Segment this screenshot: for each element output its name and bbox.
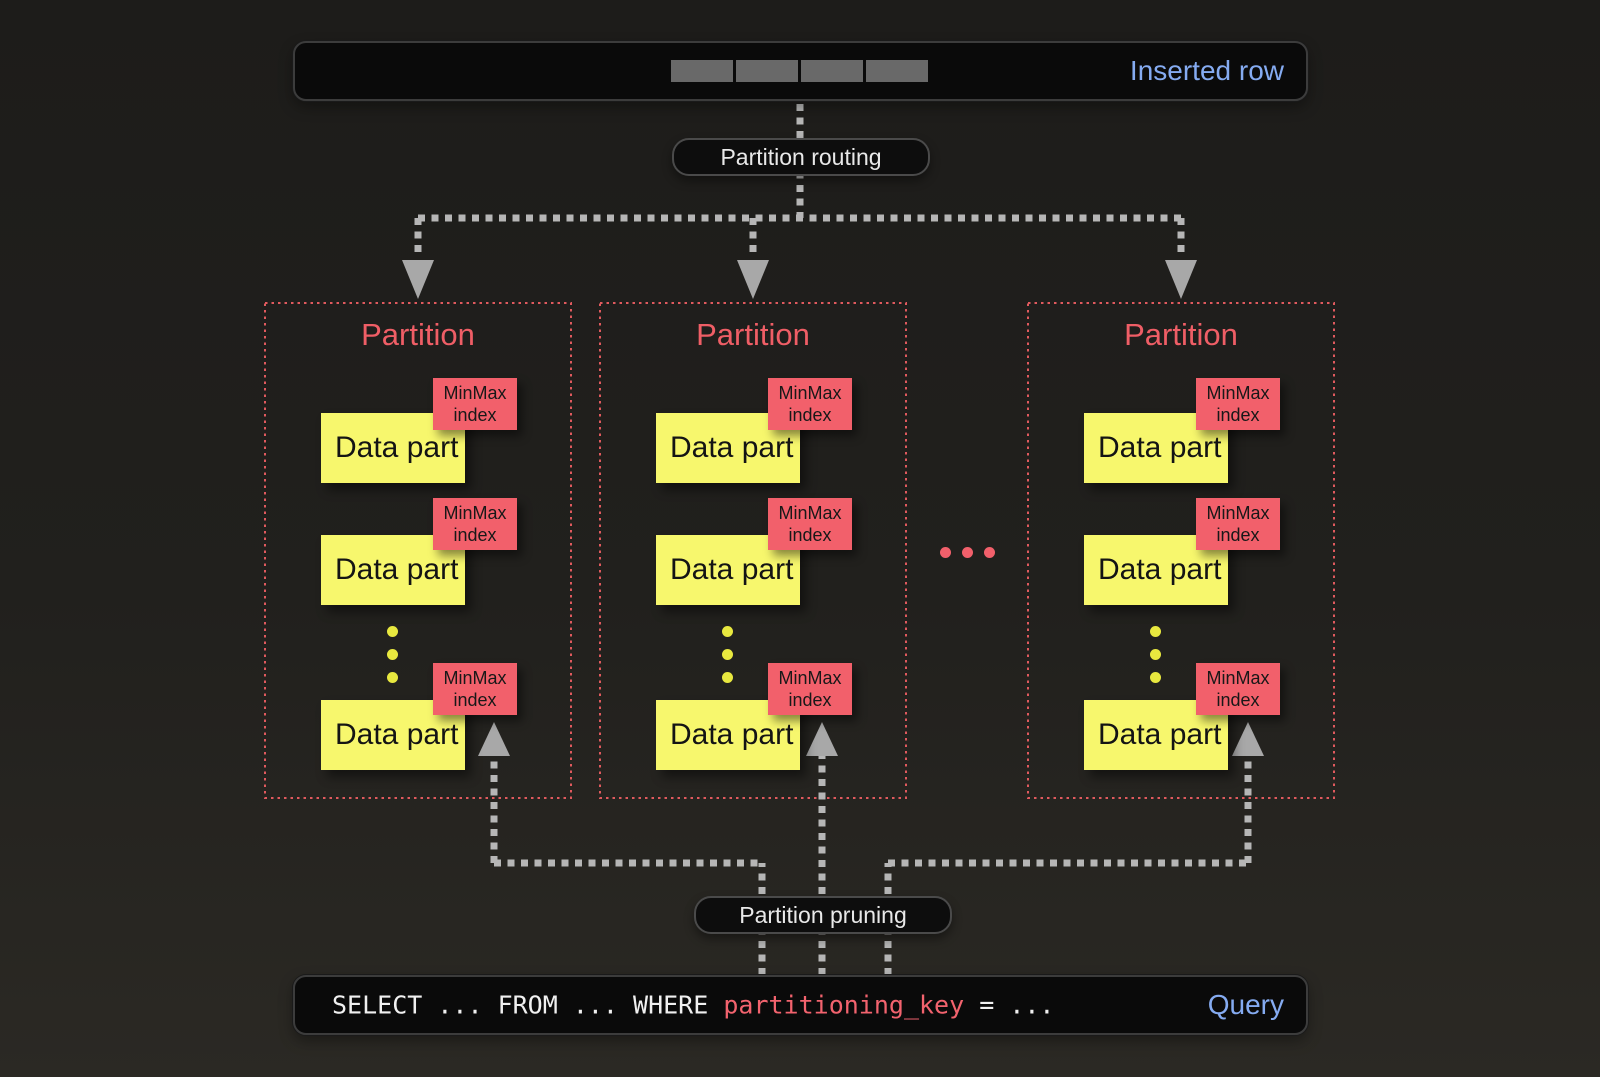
minmax-line1: MinMax bbox=[443, 503, 507, 523]
partition-box-1: Partition Data part MinMax index Data pa… bbox=[265, 303, 571, 798]
ellipsis-dot bbox=[387, 672, 398, 683]
query-bar: SELECT ... FROM ... WHERE partitioning_k… bbox=[293, 975, 1308, 1035]
row-cell bbox=[801, 60, 863, 82]
minmax-line2: index bbox=[1216, 405, 1260, 425]
minmax-line1: MinMax bbox=[1206, 503, 1270, 523]
ellipsis-dot bbox=[387, 649, 398, 660]
partition-pruning-label: Partition pruning bbox=[739, 901, 907, 928]
minmax-index-badge: MinMax index bbox=[768, 498, 852, 550]
minmax-line1: MinMax bbox=[1206, 668, 1270, 688]
partition-border bbox=[264, 302, 572, 799]
more-parts-ellipsis bbox=[387, 626, 398, 683]
minmax-line2: index bbox=[1216, 525, 1260, 545]
query-code-suffix: = ... bbox=[964, 990, 1055, 1020]
inserted-row-bar: Inserted row bbox=[293, 41, 1308, 101]
query-partitioning-key: partitioning_key bbox=[723, 990, 965, 1020]
ellipsis-dot bbox=[984, 547, 995, 558]
minmax-line2: index bbox=[788, 690, 832, 710]
minmax-index-badge: MinMax index bbox=[768, 378, 852, 430]
query-code-prefix: SELECT ... FROM ... WHERE bbox=[332, 990, 724, 1020]
ellipsis-dot bbox=[940, 547, 951, 558]
partition-box-2: Partition Data part MinMax index Data pa… bbox=[600, 303, 906, 798]
minmax-line2: index bbox=[788, 525, 832, 545]
partition-box-3: Partition Data part MinMax index Data pa… bbox=[1028, 303, 1334, 798]
partition-title: Partition bbox=[1124, 317, 1238, 352]
minmax-line1: MinMax bbox=[443, 668, 507, 688]
minmax-index-badge: MinMax index bbox=[433, 663, 517, 715]
row-cell bbox=[736, 60, 798, 82]
minmax-line2: index bbox=[453, 405, 497, 425]
ellipsis-dot bbox=[1150, 672, 1161, 683]
partition-borders bbox=[264, 302, 1335, 799]
minmax-line2: index bbox=[1216, 690, 1260, 710]
inserted-row-label: Inserted row bbox=[1129, 55, 1284, 86]
partition-routing-pill: Partition routing bbox=[672, 138, 930, 176]
up-arrowhead-icon bbox=[1232, 722, 1264, 756]
inserted-row-cells bbox=[671, 60, 928, 82]
minmax-index-badge: MinMax index bbox=[1196, 378, 1280, 430]
minmax-line2: index bbox=[453, 690, 497, 710]
up-arrowhead-icon bbox=[478, 722, 510, 756]
minmax-line1: MinMax bbox=[778, 383, 842, 403]
ellipsis-dot bbox=[962, 547, 973, 558]
data-part: Data part bbox=[321, 413, 465, 483]
minmax-line2: index bbox=[788, 405, 832, 425]
query-code: SELECT ... FROM ... WHERE partitioning_k… bbox=[332, 991, 1054, 1020]
ellipsis-dot bbox=[722, 649, 733, 660]
routing-connectors bbox=[402, 104, 1197, 299]
row-cell bbox=[866, 60, 928, 82]
more-parts-ellipsis bbox=[722, 626, 733, 683]
minmax-index-badge: MinMax index bbox=[433, 378, 517, 430]
minmax-line2: index bbox=[453, 525, 497, 545]
more-partitions-ellipsis bbox=[940, 547, 995, 558]
partition-title: Partition bbox=[361, 317, 475, 352]
ellipsis-dot bbox=[722, 626, 733, 637]
ellipsis-dot bbox=[722, 672, 733, 683]
minmax-line1: MinMax bbox=[778, 503, 842, 523]
more-parts-ellipsis bbox=[1150, 626, 1161, 683]
minmax-index-badge: MinMax index bbox=[433, 498, 517, 550]
minmax-line1: MinMax bbox=[1206, 383, 1270, 403]
row-cell bbox=[671, 60, 733, 82]
minmax-line1: MinMax bbox=[778, 668, 842, 688]
minmax-index-badge: MinMax index bbox=[1196, 663, 1280, 715]
query-label: Query bbox=[1207, 989, 1284, 1020]
ellipsis-dot bbox=[1150, 626, 1161, 637]
minmax-index-badge: MinMax index bbox=[768, 663, 852, 715]
data-part: Data part bbox=[1084, 700, 1228, 770]
down-arrowhead-icon bbox=[1165, 260, 1197, 299]
down-arrowhead-icon bbox=[402, 260, 434, 299]
partition-routing-label: Partition routing bbox=[720, 143, 882, 170]
partition-border bbox=[599, 302, 907, 799]
data-part: Data part bbox=[1084, 413, 1228, 483]
partition-pruning-pill: Partition pruning bbox=[694, 896, 952, 934]
partition-border bbox=[1027, 302, 1335, 799]
partition-title: Partition bbox=[696, 317, 810, 352]
ellipsis-dot bbox=[387, 626, 398, 637]
up-arrowhead-icon bbox=[806, 722, 838, 756]
down-arrowhead-icon bbox=[737, 260, 769, 299]
minmax-line1: MinMax bbox=[443, 383, 507, 403]
ellipsis-dot bbox=[1150, 649, 1161, 660]
minmax-index-badge: MinMax index bbox=[1196, 498, 1280, 550]
